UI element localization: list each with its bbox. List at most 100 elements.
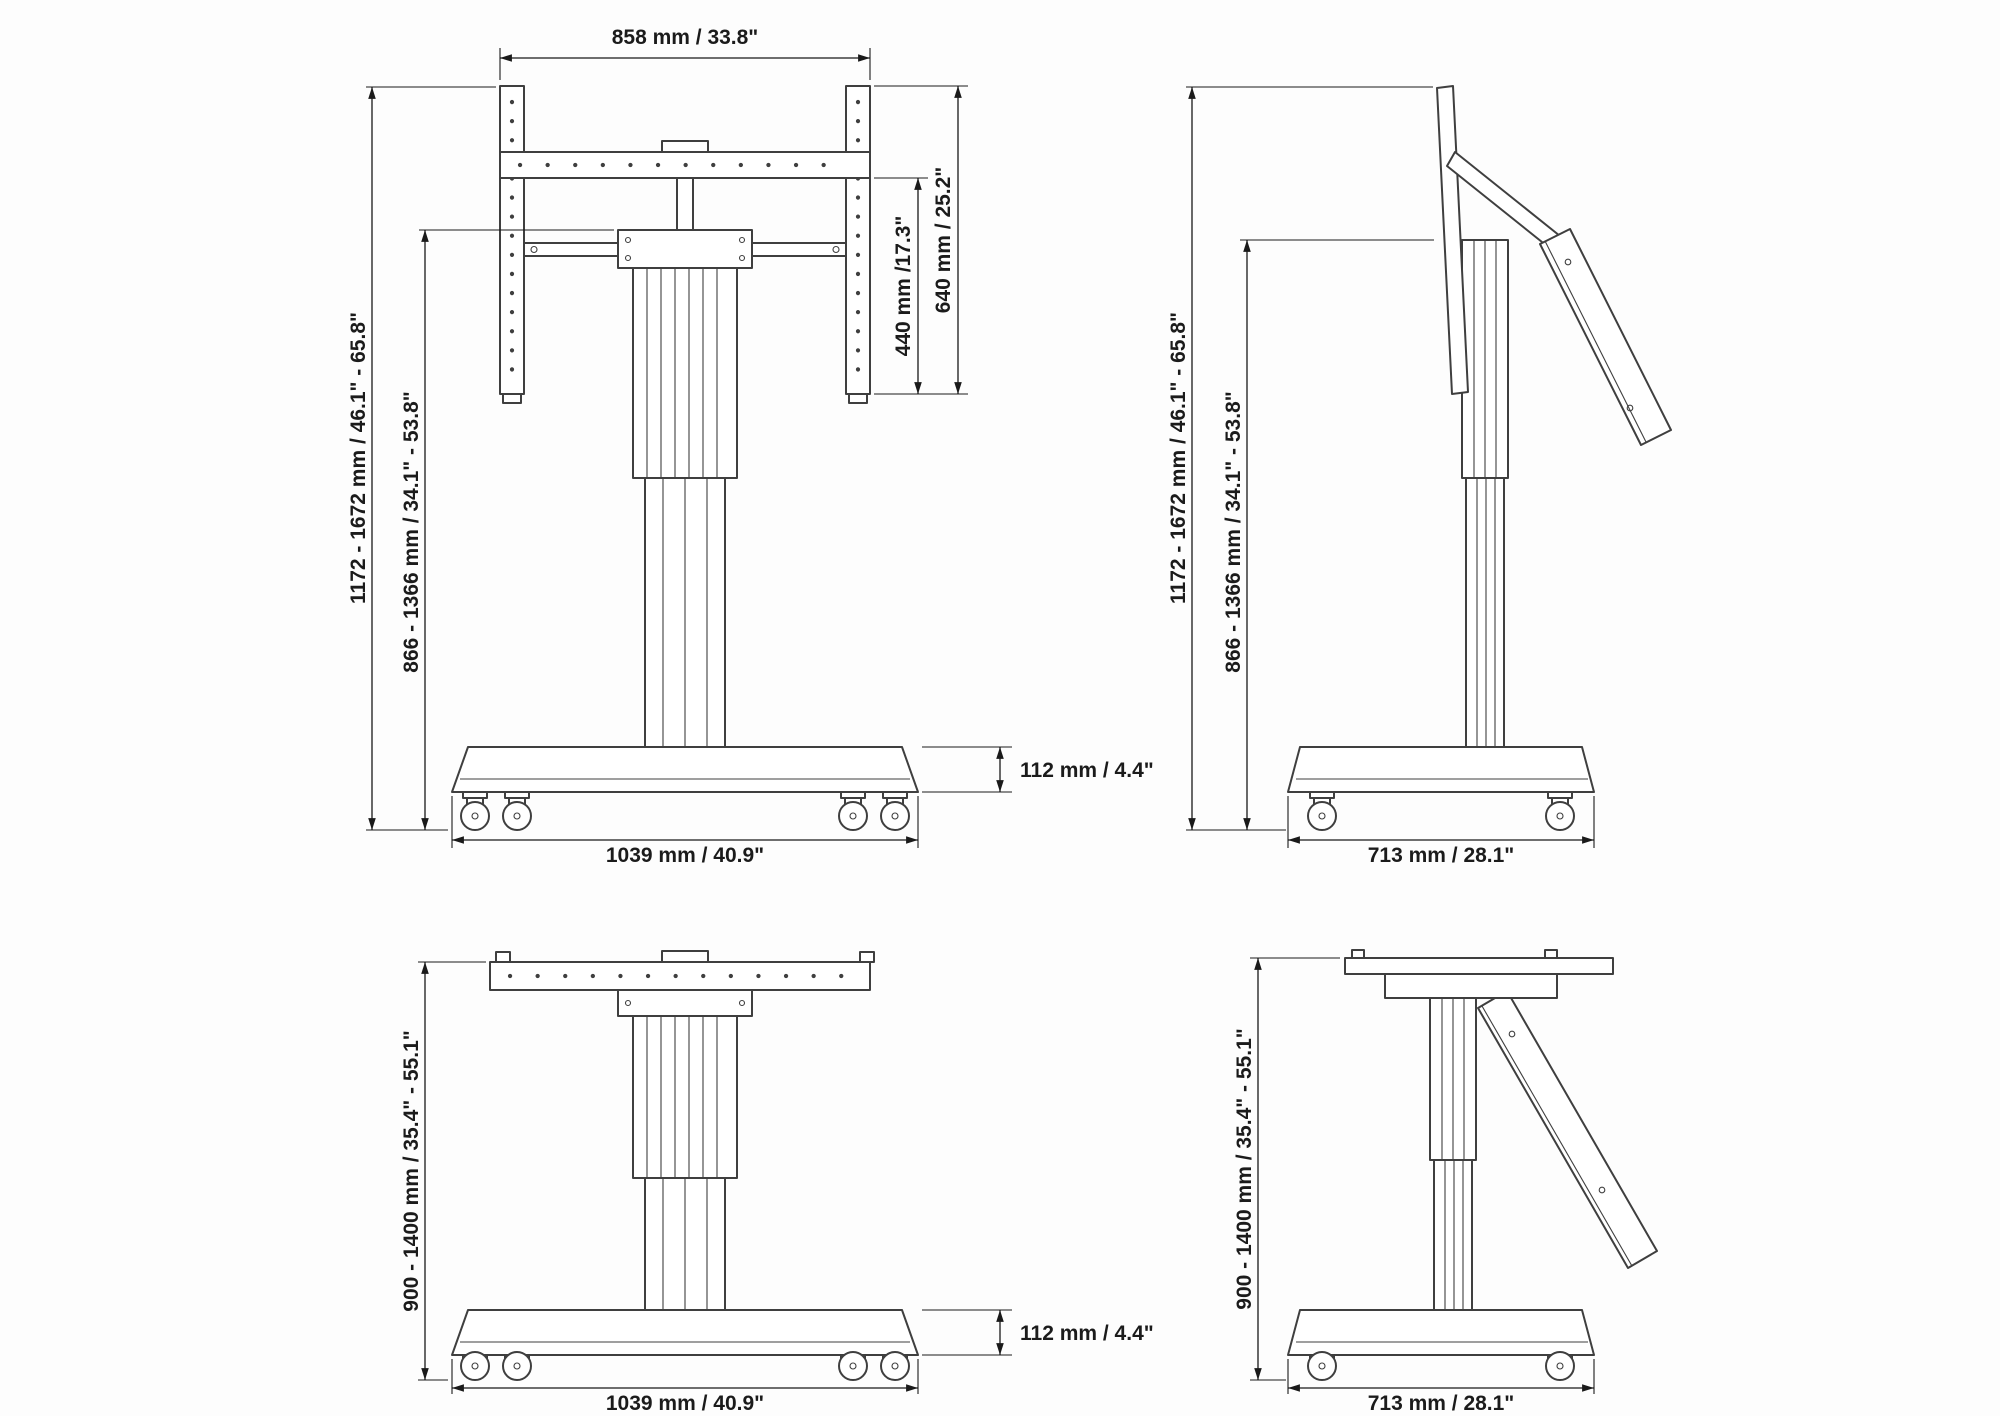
base-slab bbox=[451, 746, 919, 793]
lift-column bbox=[632, 267, 738, 748]
caster-hub bbox=[513, 812, 521, 820]
column-upper bbox=[632, 267, 738, 479]
dim-label-top-width: 858 mm / 33.8" bbox=[612, 26, 759, 49]
dim-label-overall-height: 1172 - 1672 mm / 46.1" - 65.8" bbox=[347, 312, 370, 604]
dim-mount-height: 640 mm / 25.2" bbox=[874, 85, 968, 394]
column-lower-ribs bbox=[662, 478, 708, 747]
dim-overall-height: 1172 - 1672 mm / 46.1" - 65.8" bbox=[1167, 86, 1433, 831]
dim-bracket-height: 440 mm /17.3" bbox=[874, 177, 968, 395]
tilt-housing bbox=[1477, 990, 1658, 1269]
dim-label-base-thickness: 112 mm / 4.4" bbox=[1020, 1322, 1154, 1345]
lift-column bbox=[632, 1015, 738, 1311]
lift-column bbox=[1461, 239, 1509, 748]
column-lower-ribs bbox=[1476, 478, 1496, 747]
caster-wheel bbox=[1545, 801, 1575, 831]
dim-column-height: 866 - 1366 mm / 34.1" - 53.8" bbox=[400, 229, 614, 830]
caster-hub bbox=[849, 812, 857, 820]
base-and-casters bbox=[451, 746, 919, 831]
view-side-raised: 1172 - 1672 mm / 46.1" - 65.8" 866 - 136… bbox=[1167, 85, 1672, 867]
column-lower bbox=[1465, 477, 1505, 748]
rail-foot-left bbox=[502, 393, 522, 404]
caster-wheel bbox=[1307, 801, 1337, 831]
dim-surface-height: 900 - 1400 mm / 35.4" - 55.1" bbox=[1233, 957, 1340, 1381]
column-lower bbox=[1433, 1159, 1473, 1311]
dim-base-depth: 713 mm / 28.1" bbox=[1287, 1359, 1595, 1415]
lift-column bbox=[1429, 997, 1477, 1311]
caster-hub bbox=[471, 1362, 479, 1370]
rail-tab-left bbox=[495, 951, 511, 963]
rail-tab bbox=[1544, 949, 1558, 959]
support-arm-left bbox=[523, 242, 619, 257]
base-slab bbox=[451, 1309, 919, 1356]
caster-hub bbox=[1318, 812, 1326, 820]
column-lower-ribs bbox=[1444, 1160, 1464, 1310]
caster-hub bbox=[891, 1362, 899, 1370]
housing-screw bbox=[1564, 258, 1572, 266]
base-slab bbox=[1287, 746, 1595, 793]
dim-base-depth: 713 mm / 28.1" bbox=[1287, 796, 1595, 867]
dim-label-base-width: 1039 mm / 40.9" bbox=[606, 1392, 764, 1415]
column-lower-ribs bbox=[662, 1178, 708, 1310]
mount-plate bbox=[617, 989, 753, 1017]
folded-display-assembly bbox=[489, 950, 875, 1017]
vesa-rail-right bbox=[845, 85, 871, 395]
column-upper-ribs bbox=[1473, 240, 1497, 478]
tilt-housing bbox=[1539, 228, 1672, 446]
dim-base-width: 1039 mm / 40.9" bbox=[451, 1359, 919, 1415]
dim-label-bracket-height: 440 mm /17.3" bbox=[892, 216, 915, 357]
rail-tab-right bbox=[859, 951, 875, 963]
caster-wheel bbox=[502, 801, 532, 831]
caster bbox=[838, 791, 868, 831]
dim-label-base-depth: 713 mm / 28.1" bbox=[1368, 1392, 1515, 1415]
caster-hub bbox=[513, 1362, 521, 1370]
housing-screw bbox=[1598, 1186, 1606, 1194]
caster bbox=[1307, 791, 1337, 831]
horizontal-display-assembly bbox=[1344, 949, 1614, 999]
base-and-casters bbox=[451, 1309, 919, 1381]
caster-hub bbox=[1556, 812, 1564, 820]
dim-top-width: 858 mm / 33.8" bbox=[499, 26, 871, 80]
arm-pivot-left bbox=[530, 245, 538, 254]
dim-label-base-width: 1039 mm / 40.9" bbox=[606, 844, 764, 867]
housing-screw bbox=[1508, 1030, 1516, 1038]
caster-hub bbox=[891, 812, 899, 820]
dim-label-overall-height: 1172 - 1672 mm / 46.1" - 65.8" bbox=[1167, 312, 1190, 604]
caster-wheel bbox=[1307, 1351, 1337, 1381]
caster bbox=[460, 1351, 490, 1381]
support-arm-right bbox=[751, 242, 847, 257]
caster bbox=[1545, 1351, 1575, 1381]
center-clamp bbox=[661, 950, 709, 963]
plate-bolt bbox=[624, 999, 632, 1007]
center-clamp bbox=[661, 140, 709, 153]
housing-screw bbox=[1626, 404, 1634, 412]
plate-bolt bbox=[624, 254, 632, 262]
dim-base-thickness: 112 mm / 4.4" bbox=[922, 746, 1154, 793]
caster-wheel bbox=[838, 801, 868, 831]
plate-bolt bbox=[738, 254, 746, 262]
dim-overall-height: 1172 - 1672 mm / 46.1" - 65.8" bbox=[347, 86, 496, 831]
display-panel-flat bbox=[1344, 957, 1614, 975]
rail-tab bbox=[1351, 949, 1365, 959]
plate-bolt bbox=[624, 236, 632, 244]
dim-surface-height: 900 - 1400 mm / 35.4" - 55.1" bbox=[400, 961, 486, 1381]
dim-label-column-height: 866 - 1366 mm / 34.1" - 53.8" bbox=[400, 391, 423, 672]
column-upper bbox=[632, 1015, 738, 1179]
caster-wheel bbox=[460, 1351, 490, 1381]
column-upper-ribs bbox=[646, 1016, 718, 1178]
base-and-casters bbox=[1287, 746, 1595, 831]
plate-bolt bbox=[738, 236, 746, 244]
dim-base-thickness: 112 mm / 4.4" bbox=[922, 1309, 1154, 1356]
column-upper-ribs bbox=[646, 268, 718, 478]
caster bbox=[1307, 1351, 1337, 1381]
caster-wheel bbox=[1545, 1351, 1575, 1381]
arm-pivot-right bbox=[832, 245, 840, 254]
dim-label-base-thickness: 112 mm / 4.4" bbox=[1020, 759, 1154, 782]
dim-label-mount-height: 640 mm / 25.2" bbox=[932, 167, 955, 314]
rail-foot-right bbox=[848, 393, 868, 404]
view-side-lowered: 900 - 1400 mm / 35.4" - 55.1" 713 mm / 2… bbox=[1233, 949, 1658, 1415]
dim-label-column-height: 866 - 1366 mm / 34.1" - 53.8" bbox=[1222, 391, 1245, 672]
view-front-raised: 858 mm / 33.8" 440 mm /17.3" 640 mm / 25… bbox=[347, 26, 1154, 867]
dim-column-height: 866 - 1366 mm / 34.1" - 53.8" bbox=[1222, 239, 1434, 830]
